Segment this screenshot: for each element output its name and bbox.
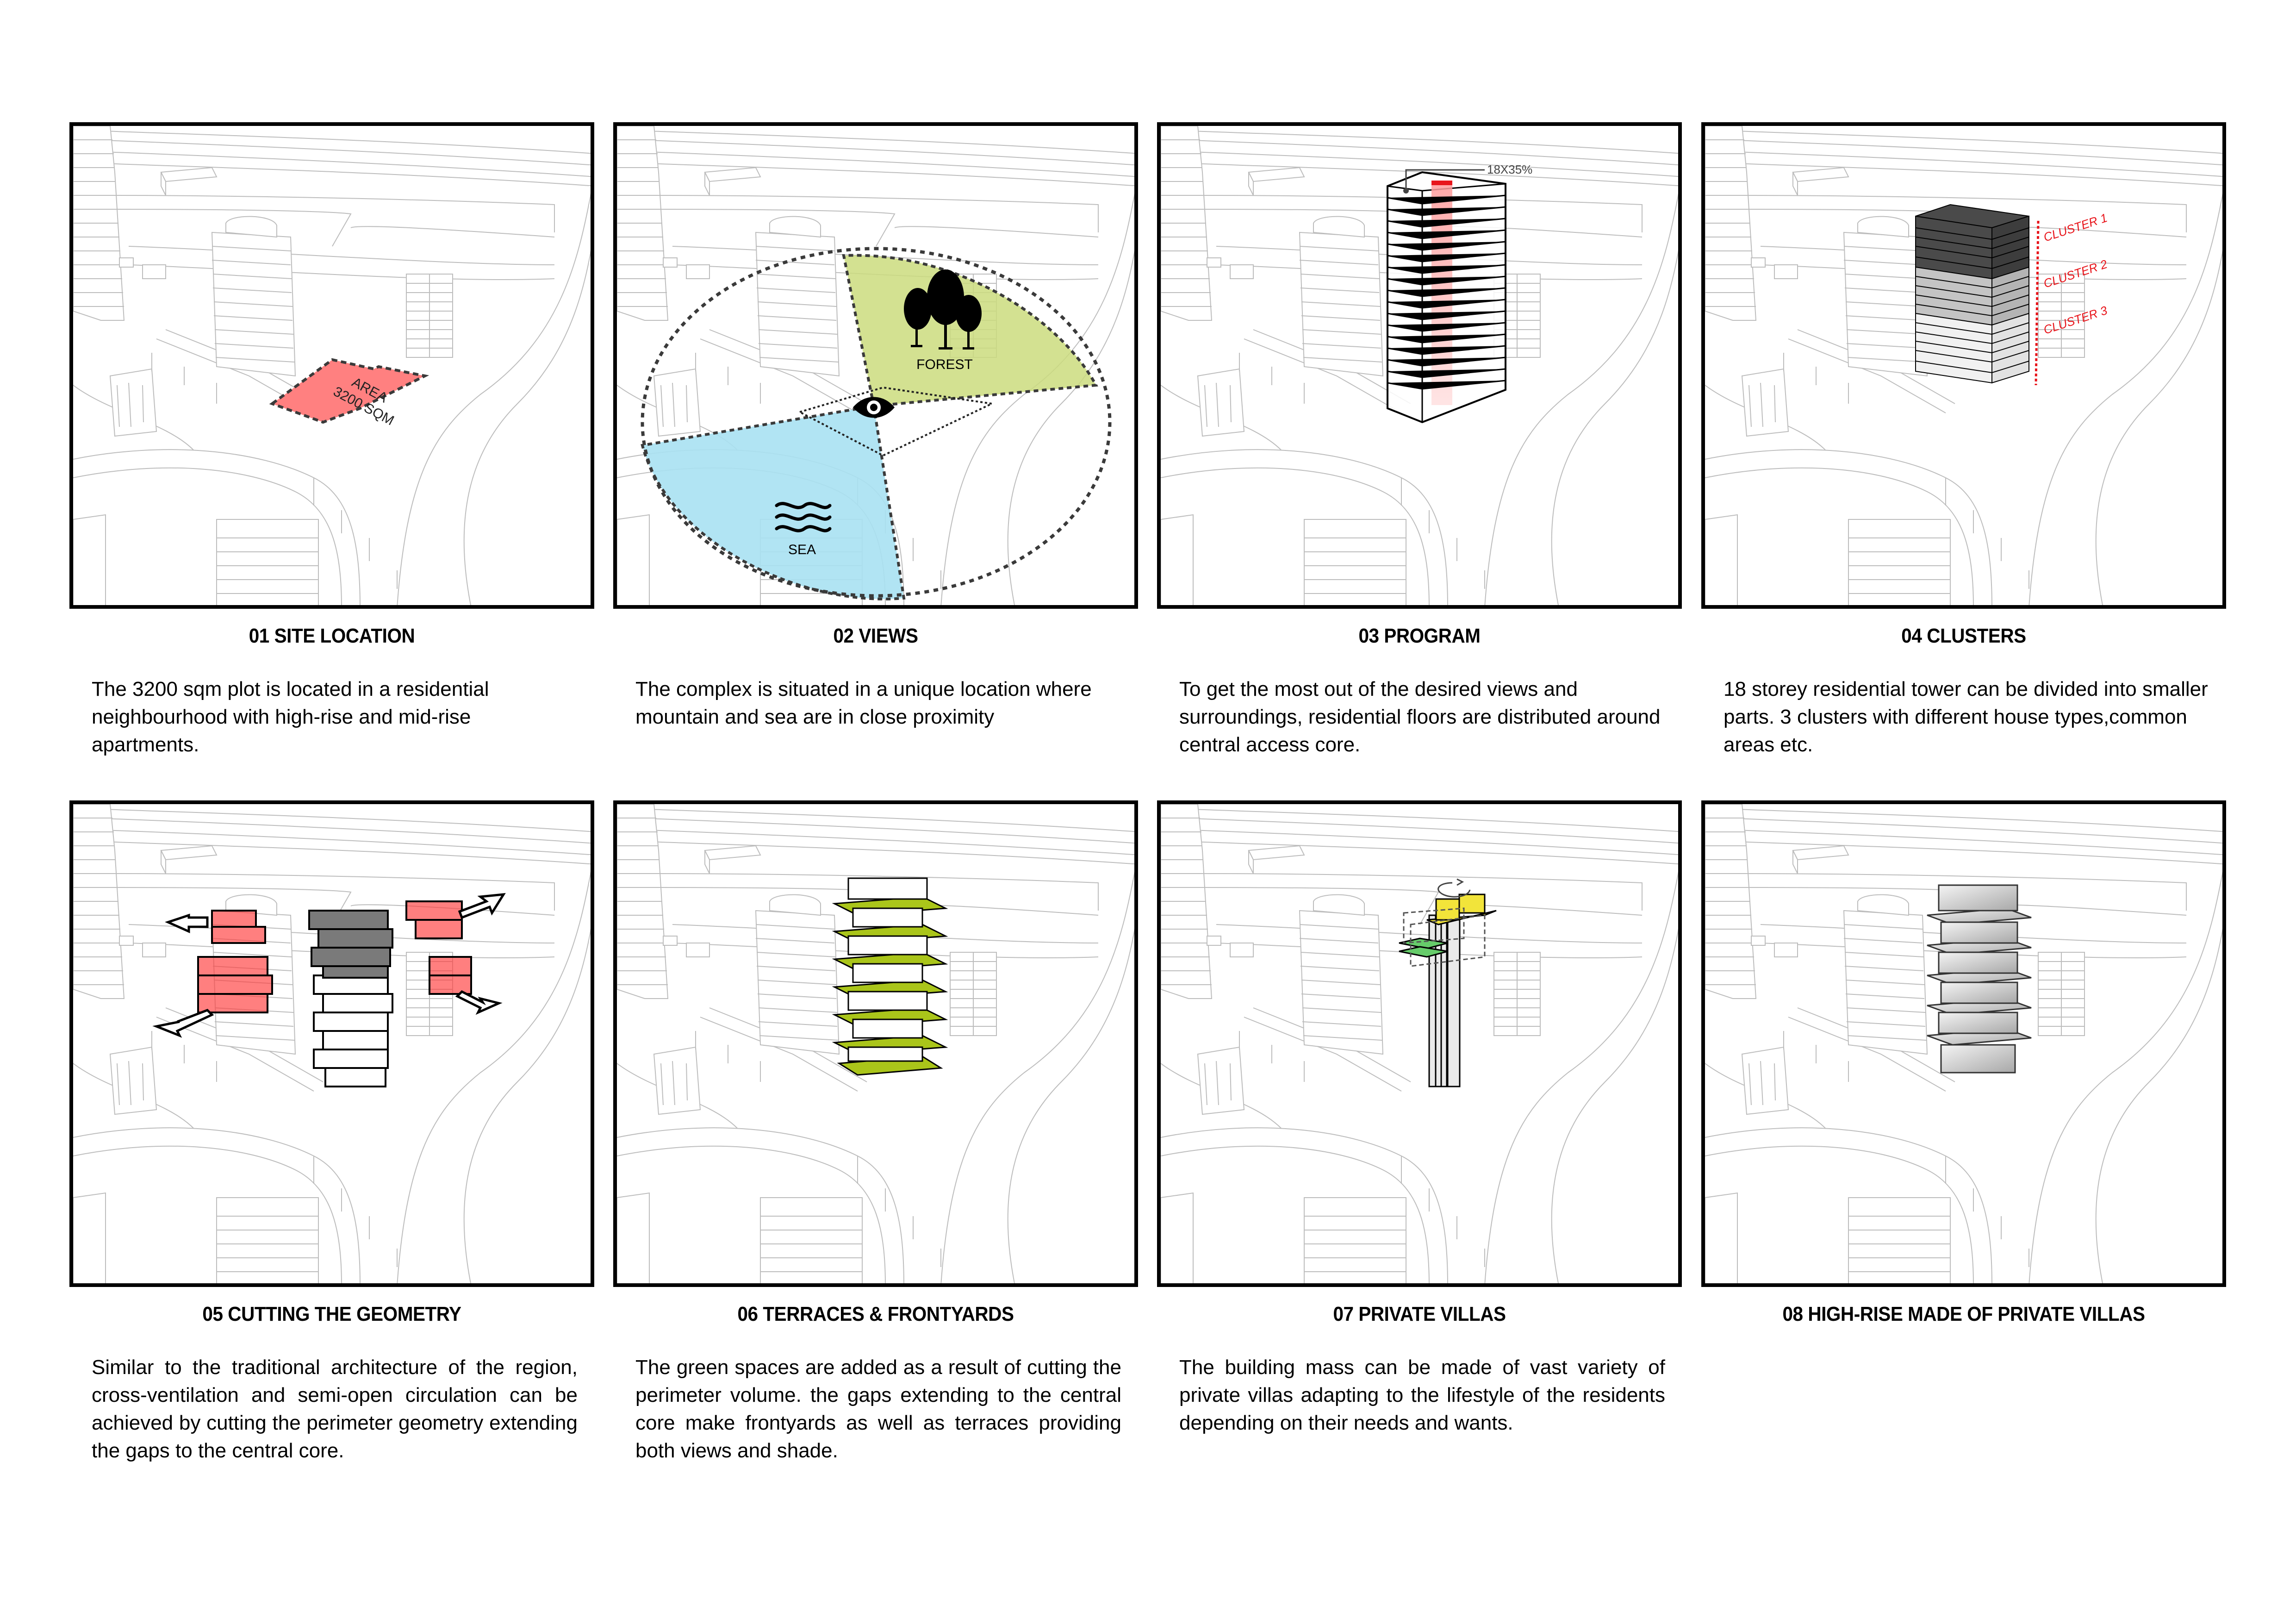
site-location-diagram: AREA 3200 SQM <box>69 122 594 609</box>
panel-title: 05 CUTTING THE GEOMETRY <box>202 1303 461 1325</box>
panel-title: 08 HIGH-RISE MADE OF PRIVATE VILLAS <box>1782 1303 2145 1325</box>
panel-description: The 3200 sqm plot is located in a reside… <box>92 678 489 756</box>
cut-volumes <box>197 900 472 1013</box>
ventilation-arrows <box>152 893 506 1038</box>
panel-description: 18 storey residential tower can be divid… <box>1724 678 2208 756</box>
sea-label: SEA <box>788 542 816 557</box>
panel-description: The green spaces are added as a result o… <box>635 1356 1121 1462</box>
panel-title: 01 SITE LOCATION <box>249 625 415 647</box>
panel-title: 02 VIEWS <box>833 625 918 647</box>
plot-area-polygon <box>269 358 429 424</box>
clusters-diagram: CLUSTER 1 CLUSTER 2 CLUSTER 3 <box>1701 122 2226 609</box>
views-diagram: FOREST SEA <box>613 122 1138 609</box>
view-range-ellipse <box>641 247 1112 598</box>
forest-trees-icon <box>904 269 982 350</box>
villas-context-drawing <box>1161 804 1678 1283</box>
terraces-context-drawing <box>617 804 1134 1283</box>
villa-stack-tower <box>1927 884 2032 1074</box>
clusters-context-drawing: CLUSTER 1 CLUSTER 2 CLUSTER 3 <box>1705 126 2222 605</box>
core-top-blocks <box>308 910 393 979</box>
terraces-diagram <box>613 800 1138 1287</box>
terraced-tower <box>832 877 948 1076</box>
clustered-tower <box>1915 204 2029 384</box>
cutting-geometry-diagram <box>69 800 594 1287</box>
program-context-drawing: 18X35% <box>1161 126 1678 605</box>
sea-waves-icon <box>775 502 832 532</box>
panel-description: The complex is situated in a unique loca… <box>635 678 1092 728</box>
private-villas-diagram <box>1157 800 1682 1287</box>
panel-title: 06 TERRACES & FRONTYARDS <box>737 1303 1014 1325</box>
remaining-volume <box>313 974 393 1087</box>
site-context-drawing: AREA 3200 SQM <box>73 126 591 605</box>
high-rise-context-drawing <box>1705 804 2222 1283</box>
forest-label: FOREST <box>916 357 973 372</box>
views-context-drawing: FOREST SEA <box>617 126 1134 605</box>
cutting-context-drawing <box>73 804 591 1283</box>
rotate-arrow-icon <box>1437 878 1471 898</box>
program-diagram: 18X35% <box>1157 122 1682 609</box>
cluster-1-label: CLUSTER 1 <box>2042 211 2109 244</box>
access-core-columns <box>1428 914 1461 1087</box>
panel-description: The building mass can be made of vast va… <box>1179 1356 1665 1434</box>
yellow-villa <box>1426 893 1497 925</box>
eye-icon <box>853 397 895 418</box>
panel-description: To get the most out of the desired views… <box>1179 678 1661 756</box>
panel-title: 04 CLUSTERS <box>1901 625 2026 647</box>
core-ratio-label: 18X35% <box>1487 162 1532 176</box>
panel-title: 03 PROGRAM <box>1358 625 1481 647</box>
high-rise-villas-diagram <box>1701 800 2226 1287</box>
cluster-divider-line <box>2035 220 2040 386</box>
sea-view-sector <box>641 404 906 600</box>
tower-volume <box>1387 171 1506 424</box>
panel-title: 07 PRIVATE VILLAS <box>1333 1303 1506 1325</box>
panel-description: Similar to the traditional architecture … <box>92 1356 578 1462</box>
